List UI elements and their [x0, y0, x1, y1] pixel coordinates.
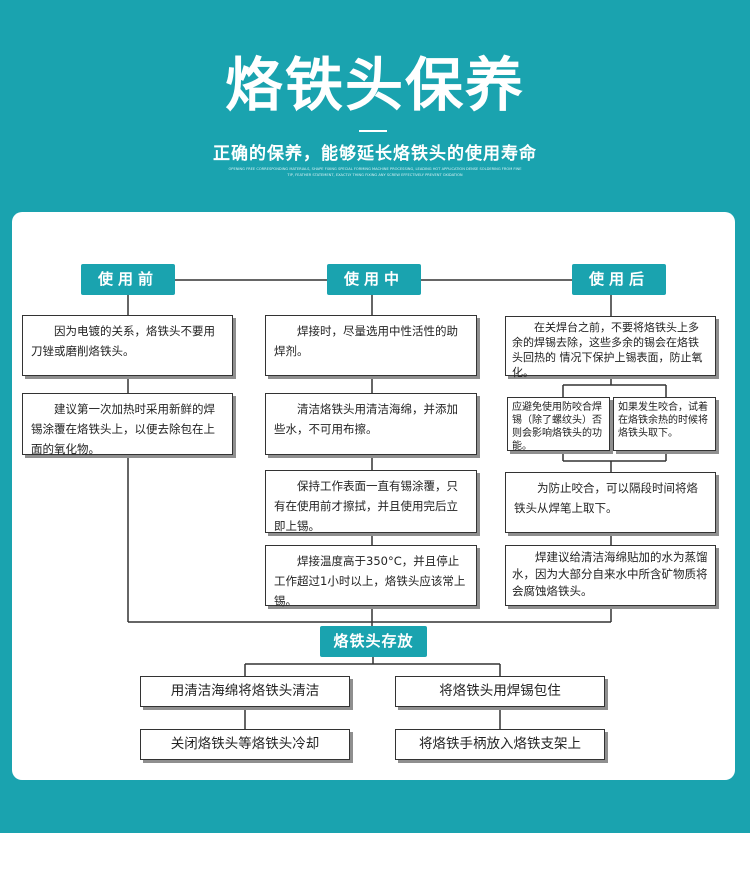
storage-step-2: 将烙铁头用焊锡包住	[395, 676, 605, 707]
english-caption-line-2: TIP, FEATHER STATEMENT, EXACTLY THING FI…	[287, 173, 463, 177]
storage-step-3: 关闭烙铁头等烙铁头冷却	[140, 729, 350, 760]
after-step-3: 为防止咬合，可以隔段时间将烙铁头从焊笔上取下。	[505, 472, 716, 533]
title-divider	[359, 130, 387, 132]
after-step-2a: 应避免使用防咬合焊锡（除了螺纹头）否则会影响烙铁头的功能。	[507, 397, 610, 452]
page-subtitle: 正确的保养，能够延长烙铁头的使用寿命	[213, 144, 537, 164]
during-step-2: 清洁烙铁头用清洁海绵，并添加些水，不可用布擦。	[265, 393, 477, 455]
during-step-4: 焊接温度高于350°C，并且停止工作超过1小时以上，烙铁头应该常上锡。	[265, 545, 477, 608]
after-step-1: 在关焊台之前，不要将烙铁头上多余的焊锡去除，这些多余的锡会在烙铁头回热的 情况下…	[505, 316, 716, 379]
english-caption-line-1: OPENING FREE CORRESPONDING MATERIALS, SH…	[228, 167, 522, 171]
heading-before-use: 使用前	[81, 264, 175, 295]
after-step-4: 焊建议给清洁海绵贴加的水为蒸馏水，因为大部分自来水中所含矿物质将会腐蚀烙铁头。	[505, 545, 716, 606]
during-step-3: 保持工作表面一直有锡涂覆，只有在使用前才擦拭，并且使用完后立即上锡。	[265, 470, 477, 533]
before-step-1: 因为电镀的关系，烙铁头不要用刀锉或磨削烙铁头。	[22, 315, 233, 376]
after-step-2b: 如果发生咬合，试着在烙铁余热的时候将烙铁头取下。	[613, 397, 716, 451]
heading-during-use: 使用中	[327, 264, 421, 295]
page-title: 烙铁头保养	[224, 51, 525, 119]
storage-step-1: 用清洁海绵将烙铁头清洁	[140, 676, 350, 707]
heading-storage: 烙铁头存放	[320, 626, 427, 657]
before-step-2: 建议第一次加热时采用新鲜的焊锡涂覆在烙铁头上，以便去除包在上面的氧化物。	[22, 393, 233, 456]
during-step-1: 焊接时，尽量选用中性活性的助焊剂。	[265, 315, 477, 376]
storage-step-4: 将烙铁手柄放入烙铁支架上	[395, 729, 605, 760]
heading-after-use: 使用后	[572, 264, 666, 295]
